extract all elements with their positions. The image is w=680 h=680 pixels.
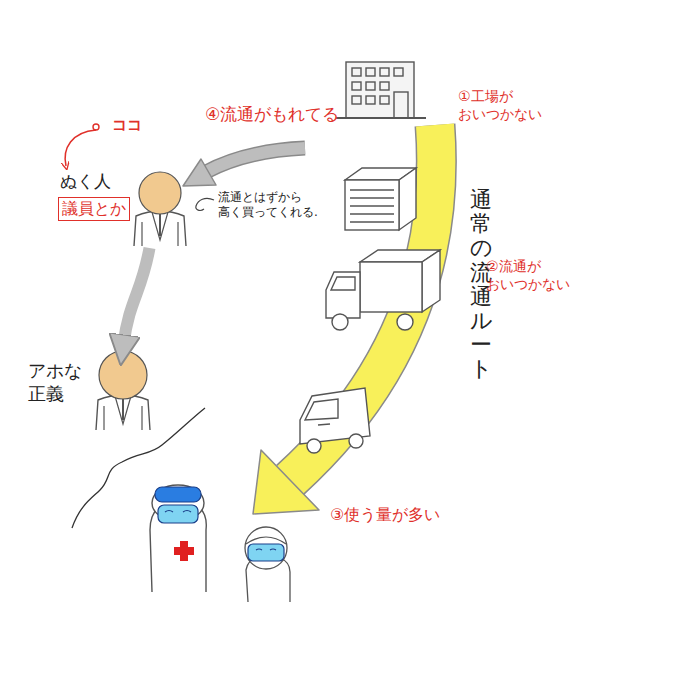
flow-arrowhead — [253, 450, 319, 514]
actor-label: ぬく人 — [60, 171, 111, 192]
leak-arrowhead — [183, 159, 216, 186]
drawing-part — [103, 406, 104, 430]
drawing-part — [177, 222, 178, 246]
drawing-part — [336, 117, 426, 119]
drawing-part — [246, 537, 286, 544]
truck-icon — [326, 250, 440, 330]
leak-arrow-outline — [206, 148, 305, 172]
drawing-part — [305, 399, 338, 420]
drawing-part — [139, 172, 181, 214]
pointer-arrow — [65, 130, 96, 166]
drawing-part — [346, 62, 414, 118]
drawing-part — [352, 96, 361, 104]
step-note: ②流通が おいつかない — [486, 258, 578, 293]
step-note: ④流通がもれてる — [205, 104, 339, 125]
justice-figure — [96, 351, 150, 430]
drawing-part — [256, 549, 276, 550]
buyer-figure — [134, 172, 186, 246]
drawing-part — [350, 213, 394, 214]
drawing-part — [366, 68, 375, 76]
drawing-part — [366, 82, 375, 90]
drawing-part — [366, 96, 375, 104]
drawing-part — [150, 505, 206, 592]
drawing-part — [352, 82, 361, 90]
drawing-part — [350, 189, 394, 190]
step-note: ③使う量が多い — [330, 505, 440, 525]
drawing-part — [318, 424, 330, 425]
drawing-part — [165, 511, 191, 513]
drawing-part — [307, 439, 321, 453]
drawing-part — [399, 168, 416, 230]
drawing-part — [380, 68, 389, 76]
drawing-part — [397, 314, 413, 330]
side-note: 流通とはずから 高く買ってくれる. — [218, 190, 326, 220]
drawing-part — [380, 96, 389, 104]
drawing-part — [122, 398, 124, 420]
drawing-part — [352, 68, 361, 76]
drawing-part — [99, 351, 147, 399]
drawing-part — [152, 212, 168, 240]
drawing-part — [394, 92, 408, 118]
actor-tag: 議員とか — [58, 197, 130, 221]
drawing-part — [350, 197, 394, 198]
actor-label: アホな 正義 — [28, 360, 88, 405]
drawing-part — [134, 211, 186, 246]
step-note: ①工場が おいつかない — [458, 88, 550, 123]
factory-building — [336, 62, 426, 118]
drawing-part — [349, 434, 363, 448]
drawing-part — [96, 395, 150, 430]
drawing-part — [350, 221, 394, 222]
drawing-part — [422, 250, 440, 312]
drawing-part — [380, 82, 389, 90]
flow-band — [290, 125, 436, 480]
actor-node: ぬく人議員とか — [55, 168, 190, 248]
drawing-part — [360, 262, 422, 312]
drawing-part — [345, 180, 399, 230]
drawing-part — [174, 547, 194, 555]
drawing-part — [331, 277, 355, 290]
flow-band-outline — [290, 125, 436, 480]
pointer-mark — [196, 198, 214, 210]
divider-line — [72, 408, 205, 528]
drawing-part — [245, 527, 287, 569]
drawing-part — [159, 214, 161, 236]
container-icon — [345, 168, 416, 230]
drawing-part — [350, 205, 394, 206]
drawing-part — [394, 68, 403, 76]
pointer-note: ココ — [112, 116, 142, 135]
leak-arrow — [206, 148, 305, 172]
drawing-part — [332, 314, 348, 330]
flow-arrow — [124, 248, 150, 344]
drawing-part — [141, 222, 142, 246]
drawing-part — [155, 487, 201, 502]
actor-node: アホな 正義 — [26, 350, 156, 432]
drawing-part — [248, 544, 284, 561]
masked-person — [245, 527, 290, 602]
medical-worker — [150, 485, 206, 592]
drawing-part — [115, 396, 131, 424]
pointer-dot — [93, 124, 99, 130]
drawing-part — [141, 406, 142, 430]
van-icon — [300, 388, 370, 453]
drawing-part — [158, 505, 198, 523]
drawing-part — [326, 272, 360, 318]
